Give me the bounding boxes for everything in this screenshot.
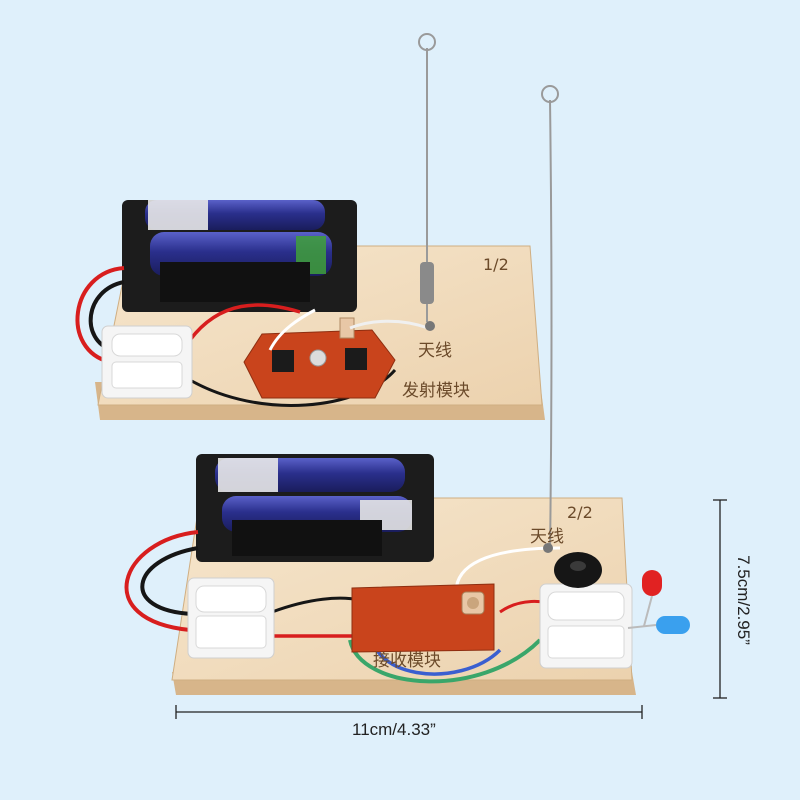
- wire-black: [140, 546, 199, 616]
- push-button: [272, 350, 294, 372]
- wire-red: [124, 530, 199, 632]
- receiver-antenna-label: 天线: [530, 527, 564, 547]
- transmitter-antenna: [418, 33, 436, 331]
- push-button: [345, 348, 367, 370]
- transmitter-module-label: 发射模块: [402, 381, 470, 401]
- transmitter-kit: 1/2 天线 发射模块: [75, 33, 545, 420]
- transmitter-antenna-label: 天线: [418, 341, 452, 361]
- receiver-connector-right: [539, 583, 633, 669]
- height-label: 7.5cm/2.95”: [734, 555, 753, 645]
- receiver-connector-left: [187, 577, 275, 659]
- receiver-battery-holder: [196, 454, 434, 562]
- transmitter-connector: [101, 325, 193, 399]
- blue-led: [627, 616, 690, 634]
- receiver-antenna: [541, 85, 559, 553]
- receiver-board-label: 2/2: [567, 503, 593, 522]
- width-dimension-line: [175, 705, 643, 719]
- wire-green: [348, 638, 542, 684]
- buzzer: [554, 552, 602, 588]
- receiver-kit: 2/2 天线 接收模块: [124, 85, 690, 695]
- red-led: [642, 570, 662, 627]
- transmitter-board-label: 1/2: [483, 255, 509, 274]
- receiver-pcb: [351, 583, 495, 653]
- height-dimension-line: [713, 499, 727, 699]
- width-label: 11cm/4.33”: [352, 720, 436, 739]
- wire-red: [188, 303, 301, 342]
- wire-red: [75, 266, 125, 364]
- transmitter-battery-holder: [122, 200, 357, 312]
- receiver-module-label: 接收模块: [373, 651, 441, 671]
- transmitter-pcb: [243, 317, 396, 399]
